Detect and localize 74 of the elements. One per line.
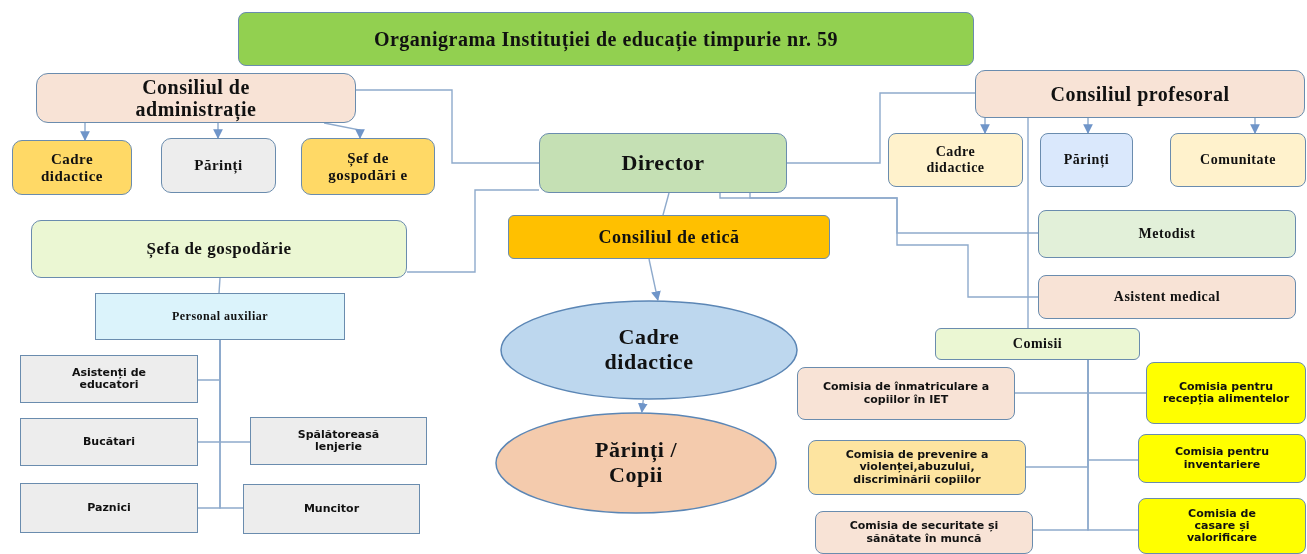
- box-label: Asistenți de educatori: [70, 366, 148, 392]
- box-label: Cadre didactice: [40, 150, 104, 185]
- org-box: [508, 215, 830, 259]
- connector-line: [406, 189, 540, 273]
- org-box: [1038, 210, 1296, 258]
- org-box: [243, 484, 420, 534]
- org-box: [1170, 133, 1306, 187]
- box-label: Comisii: [1012, 336, 1063, 352]
- connector-line: [355, 89, 540, 164]
- org-box: [975, 70, 1305, 118]
- arrow: [648, 258, 661, 302]
- box-label: Părinți / Copii: [593, 438, 679, 488]
- connector-line: [1087, 359, 1139, 531]
- org-box: [20, 355, 198, 403]
- box-label: Șef de gospodări e: [327, 149, 409, 184]
- arrow: [1083, 117, 1093, 134]
- box-label: Metodist: [1138, 226, 1196, 242]
- org-box: [20, 483, 198, 533]
- org-box: [20, 418, 198, 466]
- box-label: Șefa de gospodărie: [146, 239, 292, 259]
- arrow: [213, 122, 223, 139]
- org-box: [1138, 498, 1306, 554]
- arrow: [80, 122, 90, 141]
- org-box: [888, 133, 1023, 187]
- box-label: Comisia pentru recepția alimentelor: [1161, 380, 1291, 406]
- box-label: Paznici: [87, 501, 131, 515]
- org-box: [12, 140, 132, 195]
- box-label: Asistent medical: [1113, 289, 1221, 305]
- box-label: Comisia de prevenire a violenței,abuzului, discriminării copiilor: [844, 449, 990, 486]
- arrow: [638, 399, 648, 413]
- box-label: Comisia pentru inventariere: [1173, 446, 1271, 471]
- org-box: [1146, 362, 1306, 424]
- box-label: Bucătari: [82, 435, 135, 449]
- org-box: [1040, 133, 1133, 187]
- box-label: Părinți: [194, 157, 243, 174]
- box-label: Cadre didactice: [925, 144, 986, 176]
- org-box: [539, 133, 787, 193]
- arrow: [980, 117, 990, 134]
- org-box: [935, 328, 1140, 360]
- org-box: [250, 417, 427, 465]
- connector-line: [1027, 117, 1029, 329]
- box-label: Consiliul de administrație: [134, 75, 258, 121]
- box-label: Director: [621, 150, 705, 176]
- box-label: Comisia de securitate și sănătate în muncă: [848, 520, 1000, 545]
- connector-line: [719, 192, 1039, 298]
- box-label: Personal auxiliar: [171, 309, 269, 324]
- connector-line: [749, 192, 1039, 234]
- org-box: [808, 440, 1026, 495]
- arrow: [1250, 117, 1260, 134]
- org-box: [36, 73, 356, 123]
- box-label: Consiliul profesoral: [1050, 82, 1230, 106]
- box-label: Organigrama Instituției de educație timpurie nr. 59: [373, 27, 839, 51]
- arrow: [323, 122, 365, 139]
- org-box: [1038, 275, 1296, 319]
- org-box: [1138, 434, 1306, 483]
- box-label: Spălătoreasă lenjerie: [296, 428, 381, 454]
- title-box: [238, 12, 974, 66]
- connector-line: [786, 92, 976, 164]
- box-label: Cadre didactice: [603, 325, 695, 375]
- org-box: [797, 367, 1015, 420]
- connector-line: [218, 277, 221, 294]
- box-label: Comisia de casare și valorificare: [1185, 507, 1259, 545]
- connector-line: [219, 339, 244, 509]
- org-box: [301, 138, 435, 195]
- box-label: Comisia de înmatriculare a copiilor în IET: [821, 381, 991, 406]
- box-label: Consiliul de etică: [598, 226, 740, 248]
- box-label: Părinți: [1063, 152, 1110, 168]
- org-box: [161, 138, 276, 193]
- org-box: [95, 293, 345, 340]
- connector-line: [662, 192, 670, 216]
- org-box: [815, 511, 1033, 554]
- org-box: [31, 220, 407, 278]
- box-label: Comunitate: [1200, 152, 1276, 168]
- box-label: Muncitor: [303, 502, 360, 516]
